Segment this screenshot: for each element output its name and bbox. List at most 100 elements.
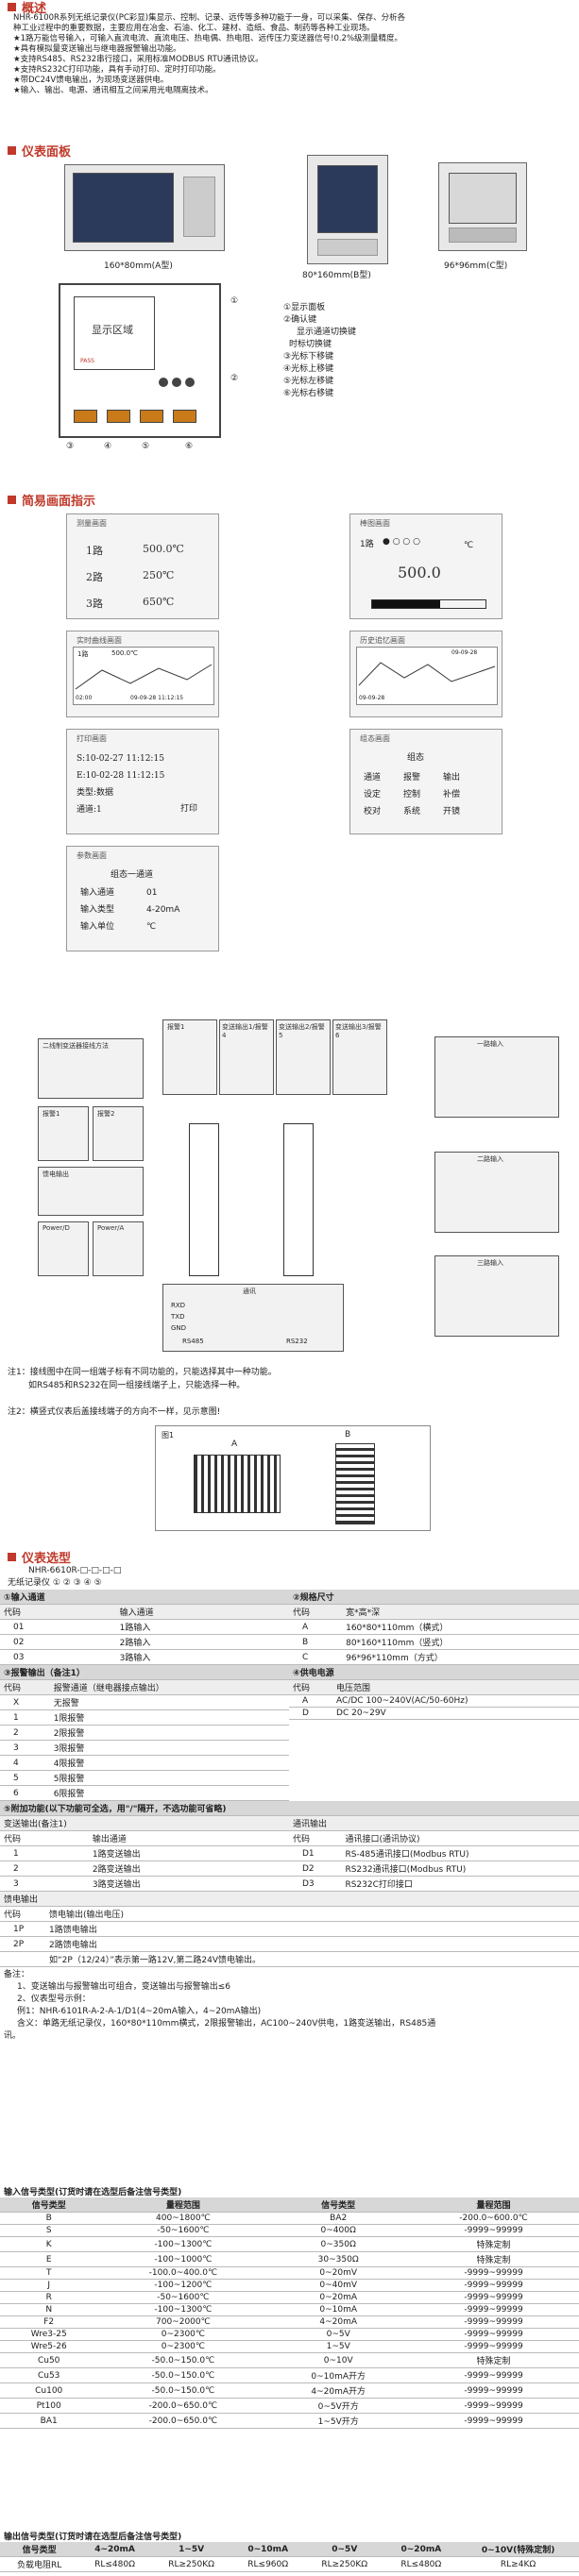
output-types-title: 输出信号类型(订货时请在选型后备注信号类型): [4, 2533, 182, 2542]
cell: 0~5V: [268, 2328, 409, 2341]
panel-c-image: [438, 162, 527, 251]
overview-section: 概述 NHR-6100R系列无纸记录仪(PC彩显)集显示、控制、记录、远传等多种…: [0, 0, 579, 96]
cell: Pt100: [0, 2398, 98, 2414]
cell: 400~1800℃: [97, 2212, 269, 2225]
cell: 0~2300℃: [97, 2340, 269, 2353]
measure-ch: 2路: [86, 571, 103, 583]
cell: Wre5-26: [0, 2340, 98, 2353]
wiring-power-a-title: Power/A: [97, 1224, 125, 1232]
cell: 1P: [0, 1921, 45, 1937]
table-subhead: 馈电输出: [0, 1892, 579, 1907]
panel-b-image: [307, 155, 388, 264]
history-title: 历史追忆画面: [360, 636, 405, 645]
cell: K: [0, 2236, 98, 2252]
cell: RL≤960Ω: [231, 2556, 305, 2572]
col-head: 代码: [289, 1604, 343, 1620]
col-head: 代码: [0, 1906, 45, 1922]
print-action: 打印: [180, 804, 198, 814]
wiring-alarm-b: 报警2: [93, 1106, 144, 1161]
selection-title: 仪表选型: [22, 1552, 72, 1566]
cell: A: [289, 1694, 333, 1708]
cell: 1~5V开方: [268, 2413, 409, 2429]
cell: A: [289, 1619, 343, 1635]
cell: 无报警: [49, 1694, 289, 1710]
key-legend-item: ②确认键: [283, 315, 317, 325]
col-head: 0~20mA: [384, 2542, 458, 2557]
col-head: 代码: [0, 1830, 89, 1846]
cell: B: [0, 2212, 98, 2225]
history-t1: 09-09-28: [359, 695, 385, 701]
cell: 如“2P（12/24）”表示第一路12V,第二路24V馈电输出。: [45, 1951, 579, 1967]
key-legend-item: ④光标上移键: [283, 364, 334, 374]
cell: -9999~99999: [408, 2224, 579, 2237]
callout-5: ⑤: [142, 442, 150, 451]
cell: -9999~99999: [408, 2340, 579, 2353]
table-subhead: 通讯输出: [289, 1816, 579, 1831]
config-item: 校对: [364, 807, 382, 817]
print-line: 通道:1: [77, 805, 102, 815]
cell: 01: [0, 1619, 116, 1635]
cell: 5: [0, 1770, 50, 1786]
wiring-card-title: 变送输出3/报警6: [335, 1023, 382, 1039]
cell: 4: [0, 1755, 50, 1771]
wiring-alarm-a: 报警1: [38, 1106, 89, 1161]
wiring-power-d-title: Power/D: [43, 1224, 70, 1232]
col-head: 馈电输出(输出电压): [45, 1906, 579, 1922]
col-head: 0~10mA: [231, 2542, 305, 2557]
cell: AC/DC 100~240V(AC/50-60Hz): [332, 1694, 579, 1708]
cell: 1路馈电输出: [45, 1921, 579, 1937]
fig-b-label: B: [345, 1430, 351, 1440]
col-head: 宽*高*深: [342, 1604, 579, 1620]
panels-section: 仪表面板 160*80mm(A型) 80*160mm(B型) 96*96mm(C…: [0, 142, 579, 538]
cell: -9999~99999: [408, 2382, 579, 2399]
overview-line: NHR-6100R系列无纸记录仪(PC彩显)集显示、控制、记录、远传等多种功能于…: [13, 13, 406, 23]
cell: 160*80*110mm（横式）: [342, 1619, 579, 1635]
param-title: 参数画面: [77, 851, 107, 860]
cell: -100~1200℃: [97, 2279, 269, 2292]
cell: -9999~99999: [408, 2315, 579, 2329]
history-t2: 09-09-28: [451, 649, 478, 656]
cell: -9999~99999: [408, 2367, 579, 2383]
cell: 1~5V: [268, 2340, 409, 2353]
cell: N: [0, 2303, 98, 2316]
heading-square-icon: [8, 146, 16, 155]
cell: -50.0~150.0℃: [97, 2352, 269, 2368]
wiring-term: GND: [171, 1324, 187, 1332]
key-legend: ①显示面板 ②确认键 显示通道切换键 时标切换键 ③光标下移键 ④光标上移键 ⑤…: [283, 302, 356, 400]
cell: 30~350Ω: [268, 2251, 409, 2267]
wiring-alarm-card: 报警1: [162, 1019, 217, 1095]
cell: -9999~99999: [408, 2303, 579, 2316]
panel-a-image: [64, 164, 225, 251]
print-title: 打印画面: [77, 734, 107, 743]
wiring-alarm-b-title: 报警2: [97, 1110, 115, 1118]
col-head: 1~5V: [150, 2542, 232, 2557]
cell: 6限报警: [49, 1785, 289, 1801]
cell: 0~350Ω: [268, 2236, 409, 2252]
cell: -50~1600℃: [97, 2291, 269, 2304]
fig-label: 图1: [162, 1431, 175, 1440]
output-types-section: 输出信号类型(订货时请在选型后备注信号类型) 信号类型 4~20mA 1~5V …: [0, 2530, 579, 2572]
measure-screen: 测量画面 1路 500.0℃ 2路 250℃ 3路 650℃: [66, 514, 219, 619]
bar-screen: 棒图画面 1路 ● ○ ○ ○ ℃ 500.0: [349, 514, 502, 619]
wiring-transmitter: 二线制变送器接线方法: [38, 1038, 144, 1099]
cell: R: [0, 2291, 98, 2304]
print-line: E:10-02-28 11:12:15: [77, 771, 165, 781]
wiring-term: TXD: [171, 1313, 185, 1321]
cell: 特殊定制: [408, 2236, 579, 2252]
cell: 0~40mV: [268, 2279, 409, 2292]
cell: 0~20mV: [268, 2266, 409, 2280]
cell: X: [0, 1694, 50, 1710]
cell: BA2: [268, 2212, 409, 2225]
input-types-section: 输入信号类型(订货时请在选型后备注信号类型) 信号类型 量程范围 信号类型 量程…: [0, 2185, 579, 2429]
col-head: 报警通道（继电器接点输出）: [49, 1679, 289, 1695]
measure-title: 测量画面: [77, 519, 107, 528]
cell: Wre3-25: [0, 2328, 98, 2341]
remark-line: 1、变送输出与报警输出可组合，变送输出与报警输出≤6: [17, 1982, 230, 1992]
bar-fill: [372, 600, 440, 608]
config-item: 控制: [403, 790, 421, 800]
